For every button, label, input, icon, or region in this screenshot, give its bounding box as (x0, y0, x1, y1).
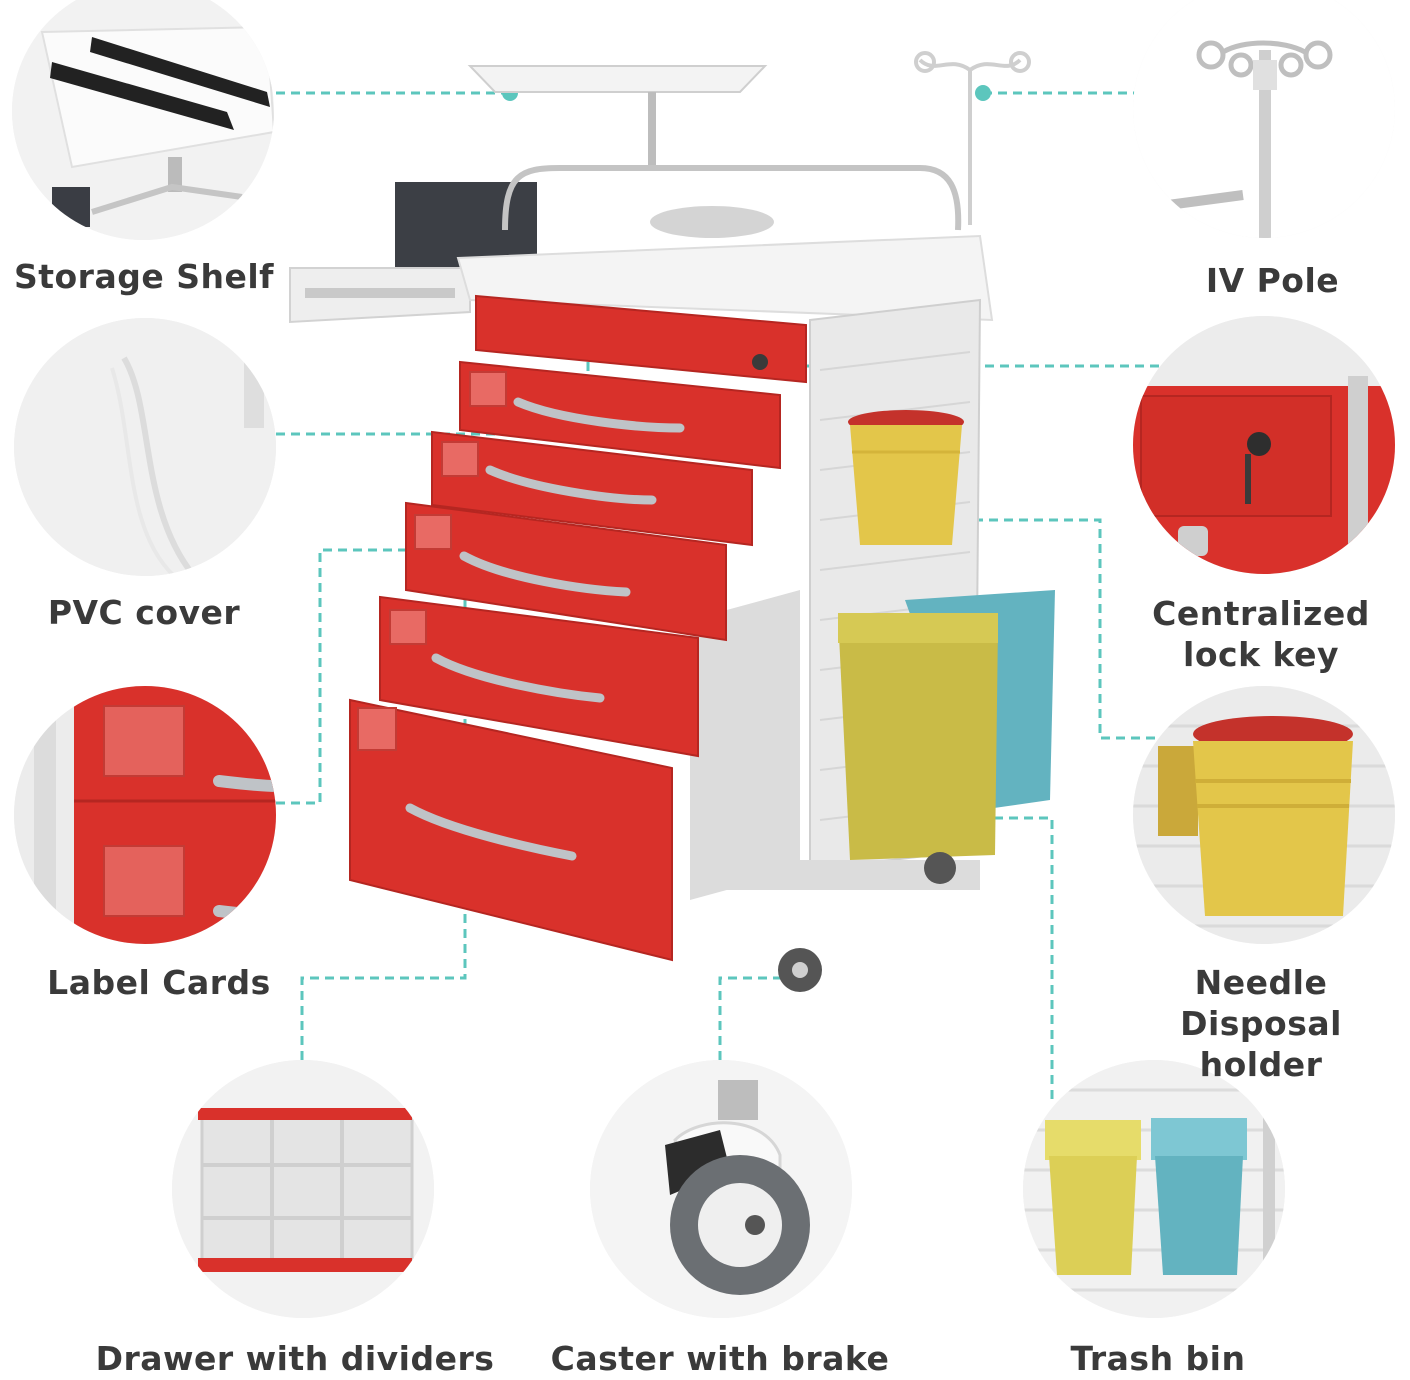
drawers (349, 294, 807, 962)
pvc-cover-label: PVC cover (47, 593, 241, 632)
caster-with-brake-detail (590, 1060, 852, 1318)
centralized-lock-key-label: Centralized lock key (1152, 594, 1370, 674)
storage-shelf-label: Storage Shelf (13, 257, 275, 296)
drawer-with-dividers-detail (172, 1060, 434, 1318)
needle-bin (848, 410, 964, 545)
needle-disposal-holder-detail (1133, 686, 1395, 944)
trash-bin-detail (1023, 1060, 1285, 1318)
needle-disposal-holder-label: Needle Disposal holder (1180, 963, 1342, 1084)
iv-pole-illustration (914, 51, 1031, 225)
trash-bin-label: Trash bin (1070, 1339, 1246, 1378)
iv-pole-label: IV Pole (1205, 261, 1340, 300)
storage-shelf-detail (12, 0, 274, 240)
label-cards-detail (14, 686, 276, 944)
centralized-lock-key-detail (1133, 316, 1395, 574)
caster-with-brake-label: Caster with brake (550, 1339, 890, 1378)
iv-pole-detail (1133, 0, 1395, 238)
label-cards-label: Label Cards (47, 963, 271, 1002)
pvc-cover-detail (14, 318, 276, 576)
drawer-with-dividers-label: Drawer with dividers (95, 1339, 495, 1378)
top-tray (467, 65, 768, 170)
